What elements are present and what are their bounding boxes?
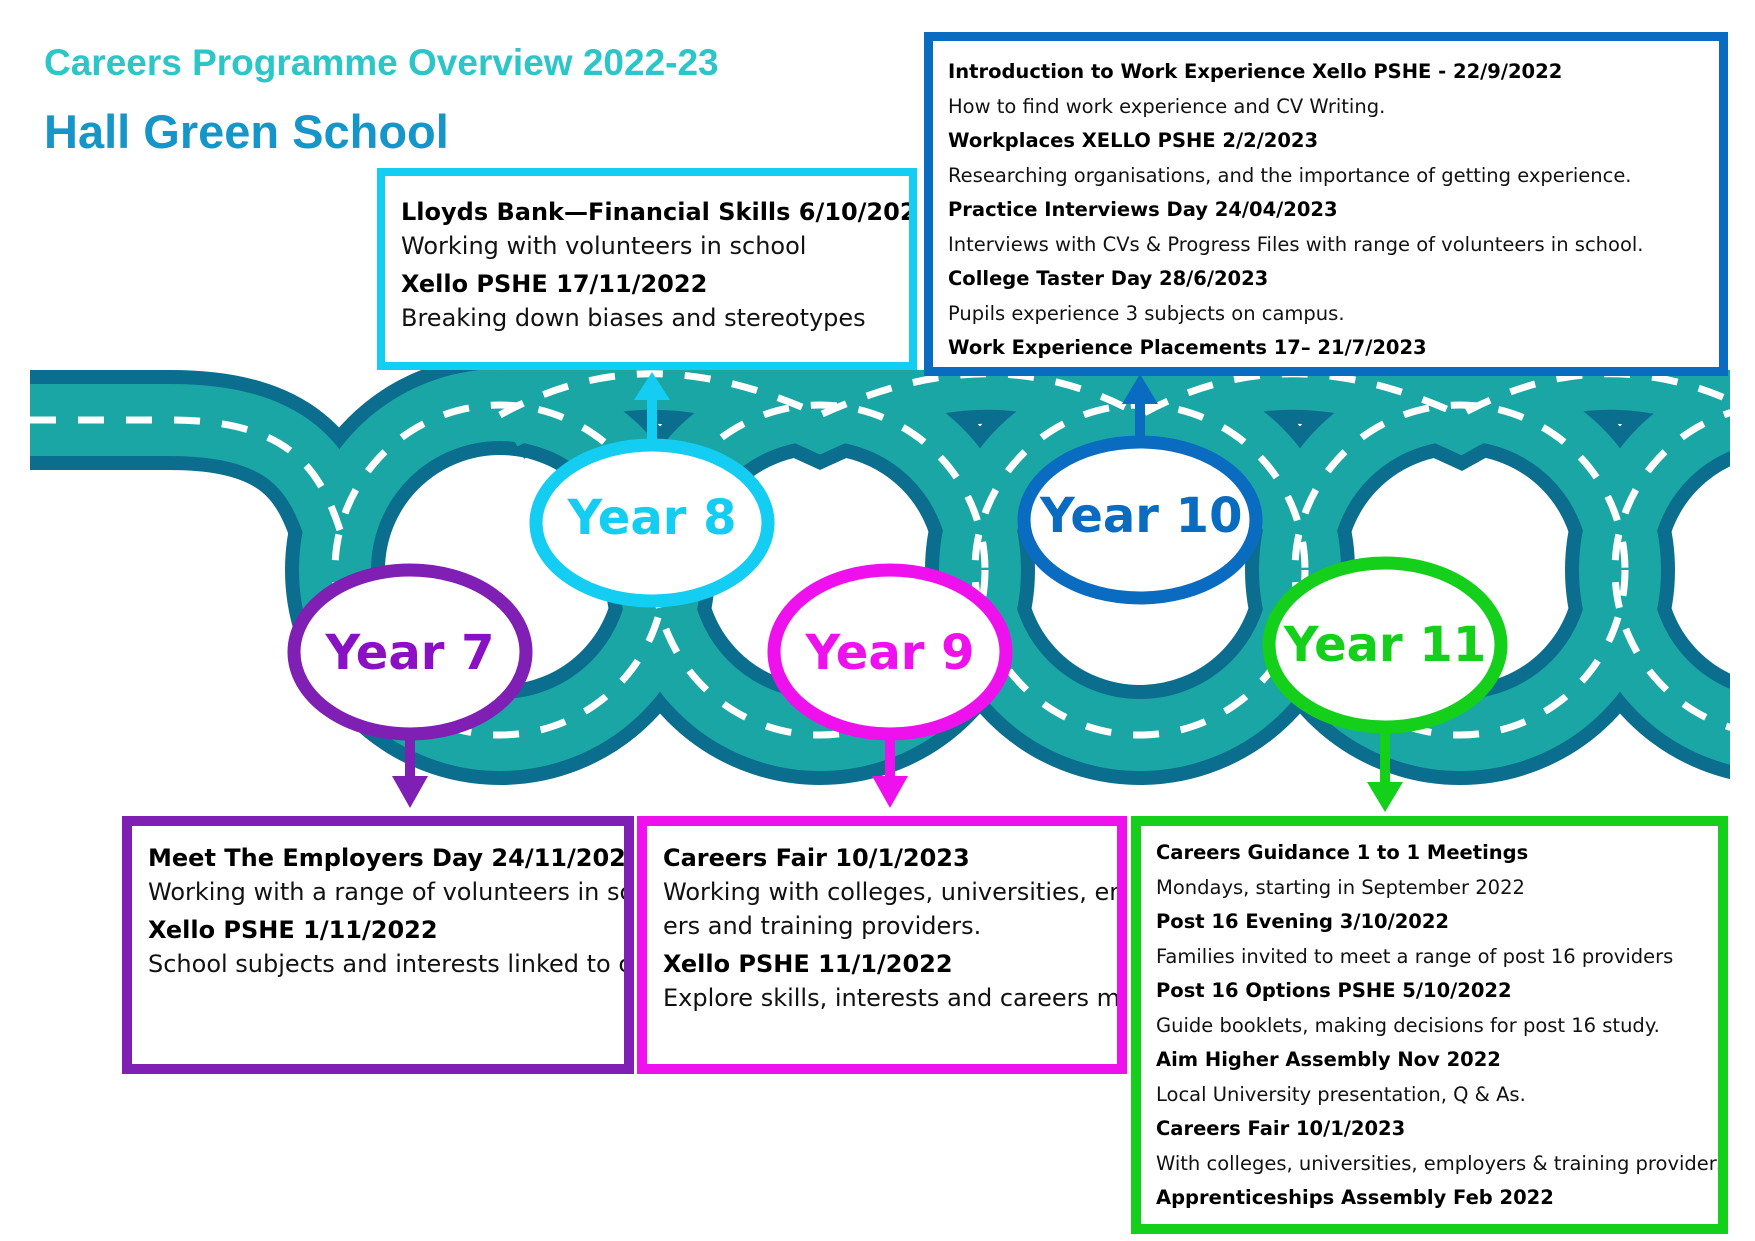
event-description: Working with a range of volunteers in sc…: [148, 878, 634, 906]
year8-events-box: Lloyds Bank—Financial Skills 6/10/2022 W…: [377, 168, 917, 370]
year10-marker: [1017, 374, 1263, 605]
event-title: Xello PSHE 17/11/2022: [401, 270, 708, 298]
event-description: Researching organisations, and the impor…: [948, 163, 1632, 187]
year7-events-box: Meet The Employers Day 24/11/2022 Workin…: [122, 816, 634, 1074]
event-description: Families invited to meet a range of post…: [1156, 944, 1674, 968]
event-title: Post 16 Options PSHE 5/10/2022: [1156, 979, 1512, 1002]
event-title: Xello PSHE 1/11/2022: [148, 916, 438, 944]
event-description: Working with volunteers in school: [401, 232, 807, 260]
year10-events-box: Introduction to Work Experience Xello PS…: [924, 32, 1728, 376]
event-title: Careers Guidance 1 to 1 Meetings: [1156, 841, 1529, 864]
event-title: Careers Fair 10/1/2023: [1156, 1117, 1406, 1140]
school-name: Hall Green School: [44, 105, 449, 158]
year9-marker: [767, 563, 1013, 808]
year10-label: Year 10: [1040, 488, 1243, 544]
year8-label: Year 8: [567, 490, 737, 546]
year9-label: Year 9: [805, 625, 975, 681]
event-title: College Taster Day 28/6/2023: [948, 267, 1269, 290]
page-title: Careers Programme Overview 2022-23: [44, 42, 719, 83]
event-description: Mondays, starting in September 2022: [1156, 875, 1525, 899]
event-description: Working with colleges, universities, emp…: [663, 878, 1117, 906]
event-description: Explore skills, interests and careers ma…: [663, 984, 1120, 1012]
event-description: Local University presentation, Q & As.: [1156, 1082, 1526, 1106]
event-description: ers and training providers.: [663, 912, 982, 940]
event-description: Pupils experience 3 subjects on campus.: [948, 301, 1345, 325]
event-description: School subjects and interests linked to …: [148, 950, 632, 978]
event-description: Breaking down biases and stereotypes: [401, 304, 866, 332]
year8-marker: [529, 372, 775, 608]
year7-marker: [287, 563, 533, 808]
event-description: Interviews with CVs & Progress Files wit…: [948, 232, 1644, 256]
year11-events-box: Careers Guidance 1 to 1 Meetings Mondays…: [1131, 816, 1728, 1234]
event-description: How to find work experience and CV Writi…: [948, 94, 1386, 118]
event-title: Careers Fair 10/1/2023: [663, 844, 970, 872]
event-title: Lloyds Bank—Financial Skills 6/10/2022: [401, 198, 917, 226]
year7-label: Year 7: [325, 625, 495, 681]
event-title: Work Experience Placements 17– 21/7/2023: [948, 336, 1427, 359]
event-title: Workplaces XELLO PSHE 2/2/2023: [948, 129, 1319, 152]
event-description: Guide booklets, making decisions for pos…: [1156, 1013, 1660, 1037]
event-title: Meet The Employers Day 24/11/2022: [148, 844, 634, 872]
event-title: Apprenticeships Assembly Feb 2022: [1156, 1186, 1554, 1209]
event-title: Xello PSHE 11/1/2022: [663, 950, 953, 978]
event-title: Post 16 Evening 3/10/2022: [1156, 910, 1450, 933]
event-title: Introduction to Work Experience Xello PS…: [948, 60, 1563, 83]
event-description: With colleges, universities, employers &…: [1156, 1151, 1728, 1175]
event-title: Aim Higher Assembly Nov 2022: [1156, 1048, 1501, 1071]
year11-label: Year 11: [1283, 617, 1487, 673]
year11-marker: [1262, 556, 1508, 812]
year9-events-box: Careers Fair 10/1/2023 Working with coll…: [637, 816, 1127, 1074]
event-title: Practice Interviews Day 24/04/2023: [948, 198, 1338, 221]
